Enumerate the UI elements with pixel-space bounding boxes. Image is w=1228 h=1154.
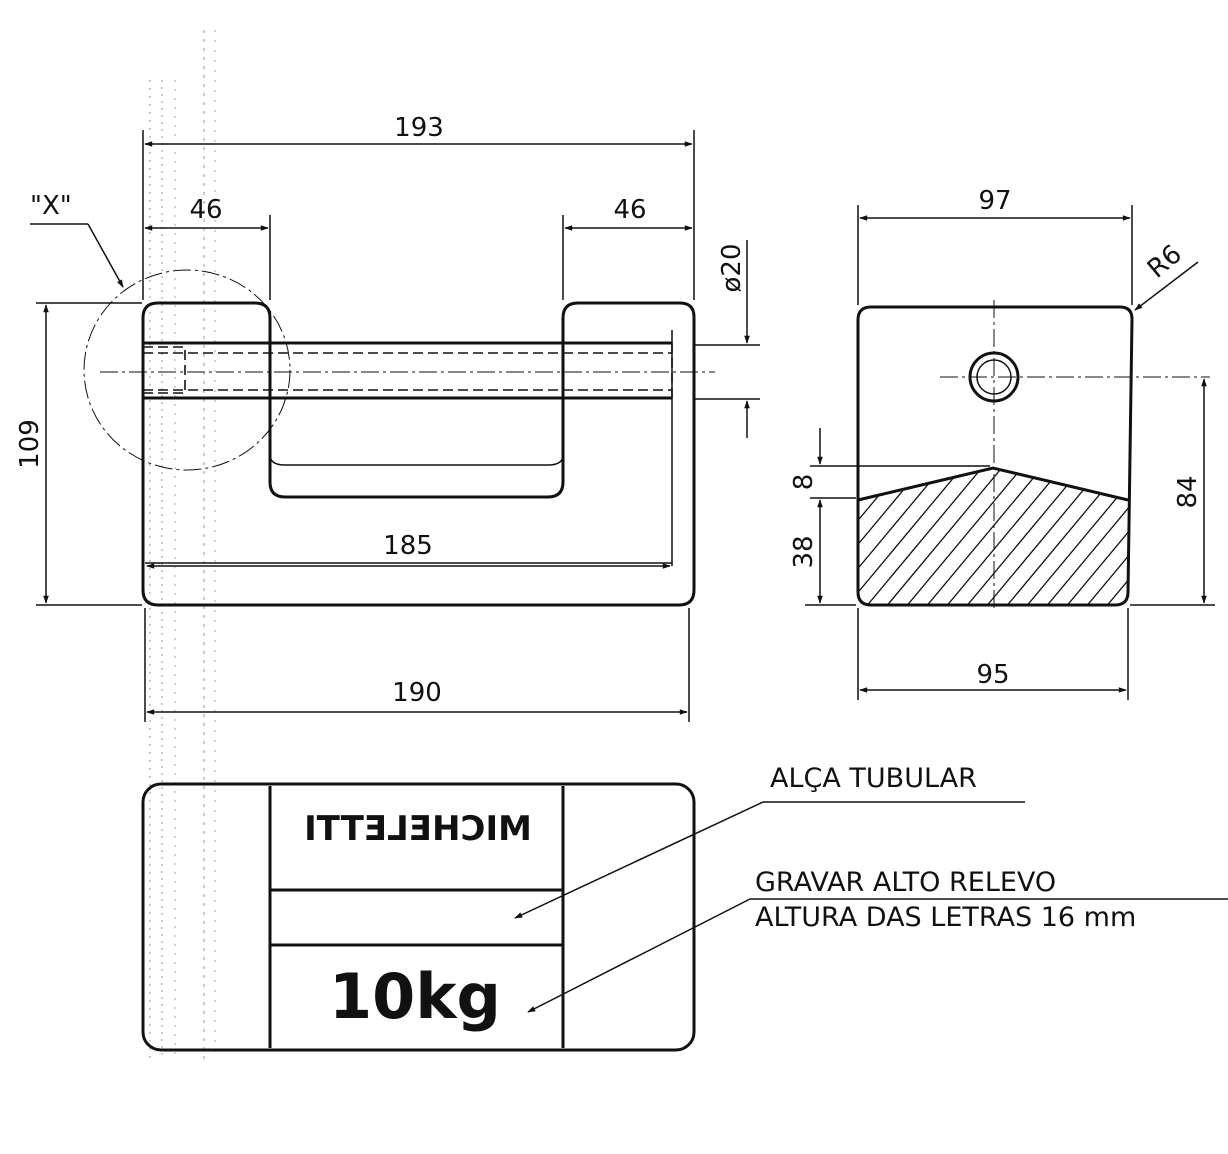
front-view: "X" 193 46 46 ø20 109 185 190 [15, 113, 760, 722]
section-hatching [858, 468, 1128, 605]
dim-46-left: 46 [189, 195, 222, 225]
top-view-outline [141, 782, 696, 1052]
dim-193: 193 [394, 113, 444, 143]
dim-109: 109 [15, 419, 45, 469]
dim-46-right: 46 [613, 195, 646, 225]
dim-diameter-20: ø20 [717, 244, 747, 293]
dim-38: 38 [789, 535, 819, 568]
section-top-edge [857, 466, 1129, 502]
dim-97: 97 [978, 186, 1011, 216]
note-altura-letras: ALTURA DAS LETRAS 16 mm [755, 902, 1136, 933]
side-view: 97 R6 8 38 84 95 [789, 186, 1215, 700]
dim-190: 190 [392, 678, 442, 708]
dim-84: 84 [1173, 475, 1203, 508]
handle-inner-edge [269, 448, 564, 466]
side-view-outline [856, 305, 1134, 607]
detail-x-circle [83, 269, 291, 471]
top-view: MICHELETTI 10kg [141, 782, 696, 1052]
engraving-micheletti: MICHELETTI [304, 809, 532, 849]
dim-8: 8 [789, 474, 819, 491]
note-gravar-alto-relevo: GRAVAR ALTO RELEVO [755, 867, 1056, 898]
scan-artifacts [149, 30, 216, 1060]
engraving-10kg: 10kg [329, 960, 501, 1033]
notes: ALÇA TUBULAR GRAVAR ALTO RELEVO ALTURA D… [514, 763, 1228, 1013]
dim-185: 185 [383, 531, 433, 561]
note-alca-tubular: ALÇA TUBULAR [770, 763, 977, 794]
detail-x-label: "X" [30, 191, 72, 221]
dim-r6: R6 [1142, 239, 1188, 284]
dim-95: 95 [976, 660, 1009, 690]
front-view-outline [141, 301, 696, 607]
